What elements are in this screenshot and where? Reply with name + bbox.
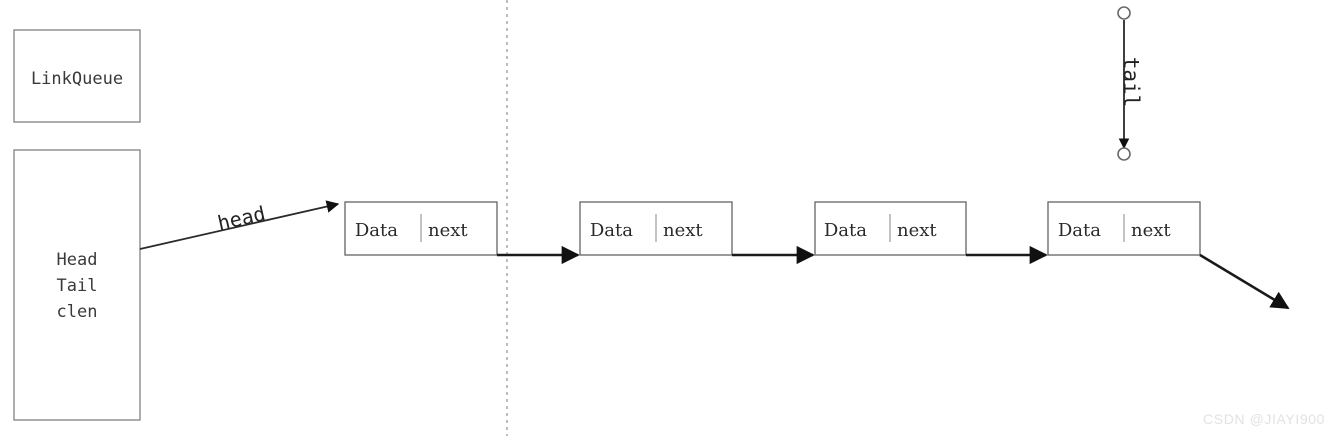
linkqueue-box [13,29,141,123]
node-next-label-4: next [1131,220,1171,241]
node-data-label-4: Data [1058,220,1101,241]
node-data-label-3: Data [824,220,867,241]
tail-target-endpoint [1117,147,1131,161]
tail-source-endpoint [1117,6,1131,20]
struct-field-clen: clen [57,302,98,322]
watermark-text: CSDN @JIAYI900 [1203,411,1325,427]
linkqueue-box-label: LinkQueue [31,69,123,89]
node-next-label-1: next [428,220,468,241]
head-pointer-arrow [139,200,340,250]
tail-null-arrow [1199,253,1290,310]
struct-field-tail: Tail [57,276,98,296]
node-data-label-2: Data [590,220,633,241]
node-data-label-1: Data [355,220,398,241]
node-next-label-3: next [897,220,937,241]
struct-fields-box [13,149,141,421]
node-next-label-2: next [663,220,703,241]
struct-field-head: Head [57,250,98,270]
tail-pointer-label: tail [1119,57,1143,108]
head-pointer-label: head [215,201,267,235]
